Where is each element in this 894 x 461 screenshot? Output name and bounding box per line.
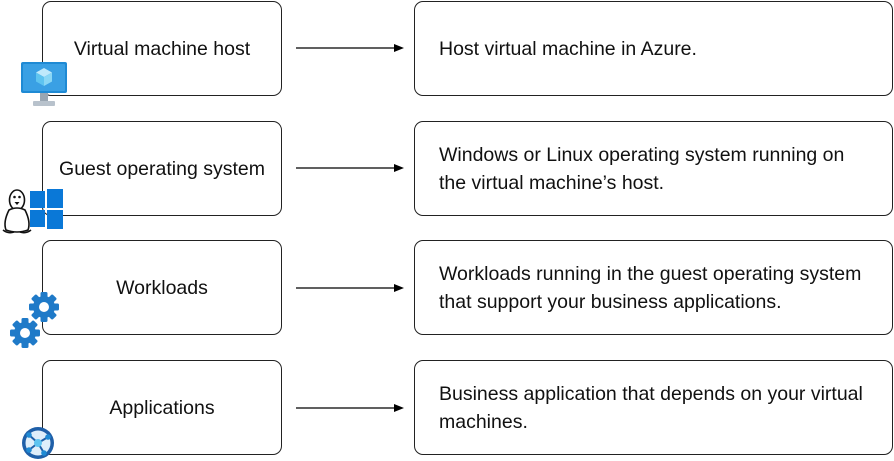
layer-box-applications: Applications [42, 360, 282, 455]
arrow-right-icon [296, 44, 404, 52]
azure-vm-monitor-icon [21, 62, 67, 106]
layer-name: Guest operating system [59, 157, 265, 180]
layer-description-guest-os: Windows or Linux operating system runnin… [414, 121, 893, 216]
layer-description: Host virtual machine in Azure. [439, 37, 697, 60]
arrow-right-icon [296, 404, 404, 412]
layer-description-vm-host: Host virtual machine in Azure. [414, 1, 893, 96]
application-icon [22, 427, 54, 459]
layer-description-workloads: Workloads running in the guest operating… [414, 240, 893, 335]
layer-box-workloads: Workloads [42, 240, 282, 335]
layer-name: Applications [109, 396, 215, 419]
arrow-right-icon [296, 164, 404, 172]
gears-icon [10, 292, 59, 348]
layer-box-guest-os: Guest operating system [42, 121, 282, 216]
layer-name: Virtual machine host [73, 37, 251, 60]
layer-name: Workloads [116, 276, 208, 299]
layer-box-vm-host: Virtual machine host [42, 1, 282, 96]
arrow-right-icon [296, 284, 404, 292]
layer-description-applications: Business application that depends on you… [414, 360, 893, 455]
layer-description: Workloads running in the guest operating… [439, 262, 862, 313]
layer-description: Business application that depends on you… [439, 382, 863, 433]
linux-windows-icon [2, 189, 63, 234]
layer-description: Windows or Linux operating system runnin… [439, 143, 845, 194]
